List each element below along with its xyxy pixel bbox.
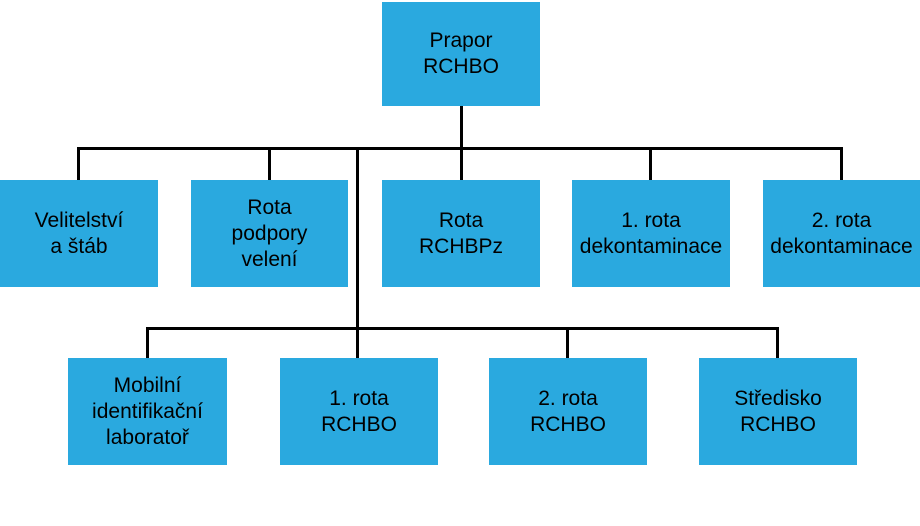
connector-level3-drop [356, 147, 359, 330]
node-2-rota-rchbo: 2. rota RCHBO [489, 358, 647, 465]
node-label: Prapor RCHBO [423, 29, 499, 78]
node-rota-rchbpz: Rota RCHBPz [382, 180, 540, 287]
node-prapor-rchbo: Prapor RCHBO [382, 2, 540, 106]
node-label: Středisko RCHBO [734, 386, 822, 436]
node-rota-podpory-veleni: Rota podpory velení [191, 180, 348, 287]
node-1-rota-dekontaminace: 1. rota dekontaminace [572, 180, 730, 287]
connector-stub-stredisko-rchbo [776, 327, 779, 358]
node-label: 1. rota RCHBO [321, 386, 397, 436]
node-velitelstvi-a-stab: Velitelství a štáb [0, 180, 158, 287]
node-label: Mobilní identifikační laboratoř [92, 373, 203, 449]
node-stredisko-rchbo: Středisko RCHBO [699, 358, 857, 465]
node-label: Rota RCHBPz [418, 208, 503, 258]
connector-stub-rota-podpory [268, 147, 271, 180]
node-label: 1. rota dekontaminace [579, 208, 723, 258]
node-label: Velitelství a štáb [34, 208, 124, 258]
node-2-rota-dekontaminace: 2. rota dekontaminace [763, 180, 920, 287]
node-label: 2. rota RCHBO [530, 386, 606, 436]
node-label: Rota podpory velení [231, 195, 308, 271]
connector-stub-rota-rchbpz [460, 147, 463, 180]
connector-stub-1-rota-rchbo [356, 327, 359, 358]
connector-stub-1-rota-dekontaminace [649, 147, 652, 180]
node-1-rota-rchbo: 1. rota RCHBO [280, 358, 438, 465]
node-mobilni-identifikacni-laborator: Mobilní identifikační laboratoř [68, 358, 227, 465]
connector-stub-mobilni-laborator [146, 327, 149, 358]
connector-stub-2-rota-dekontaminace [840, 147, 843, 180]
connector-root-drop [460, 106, 463, 150]
connector-stub-velitelstvi [77, 147, 80, 180]
node-label: 2. rota dekontaminace [770, 208, 913, 258]
connector-stub-2-rota-rchbo [566, 327, 569, 358]
connector-level3-bar [146, 327, 779, 330]
